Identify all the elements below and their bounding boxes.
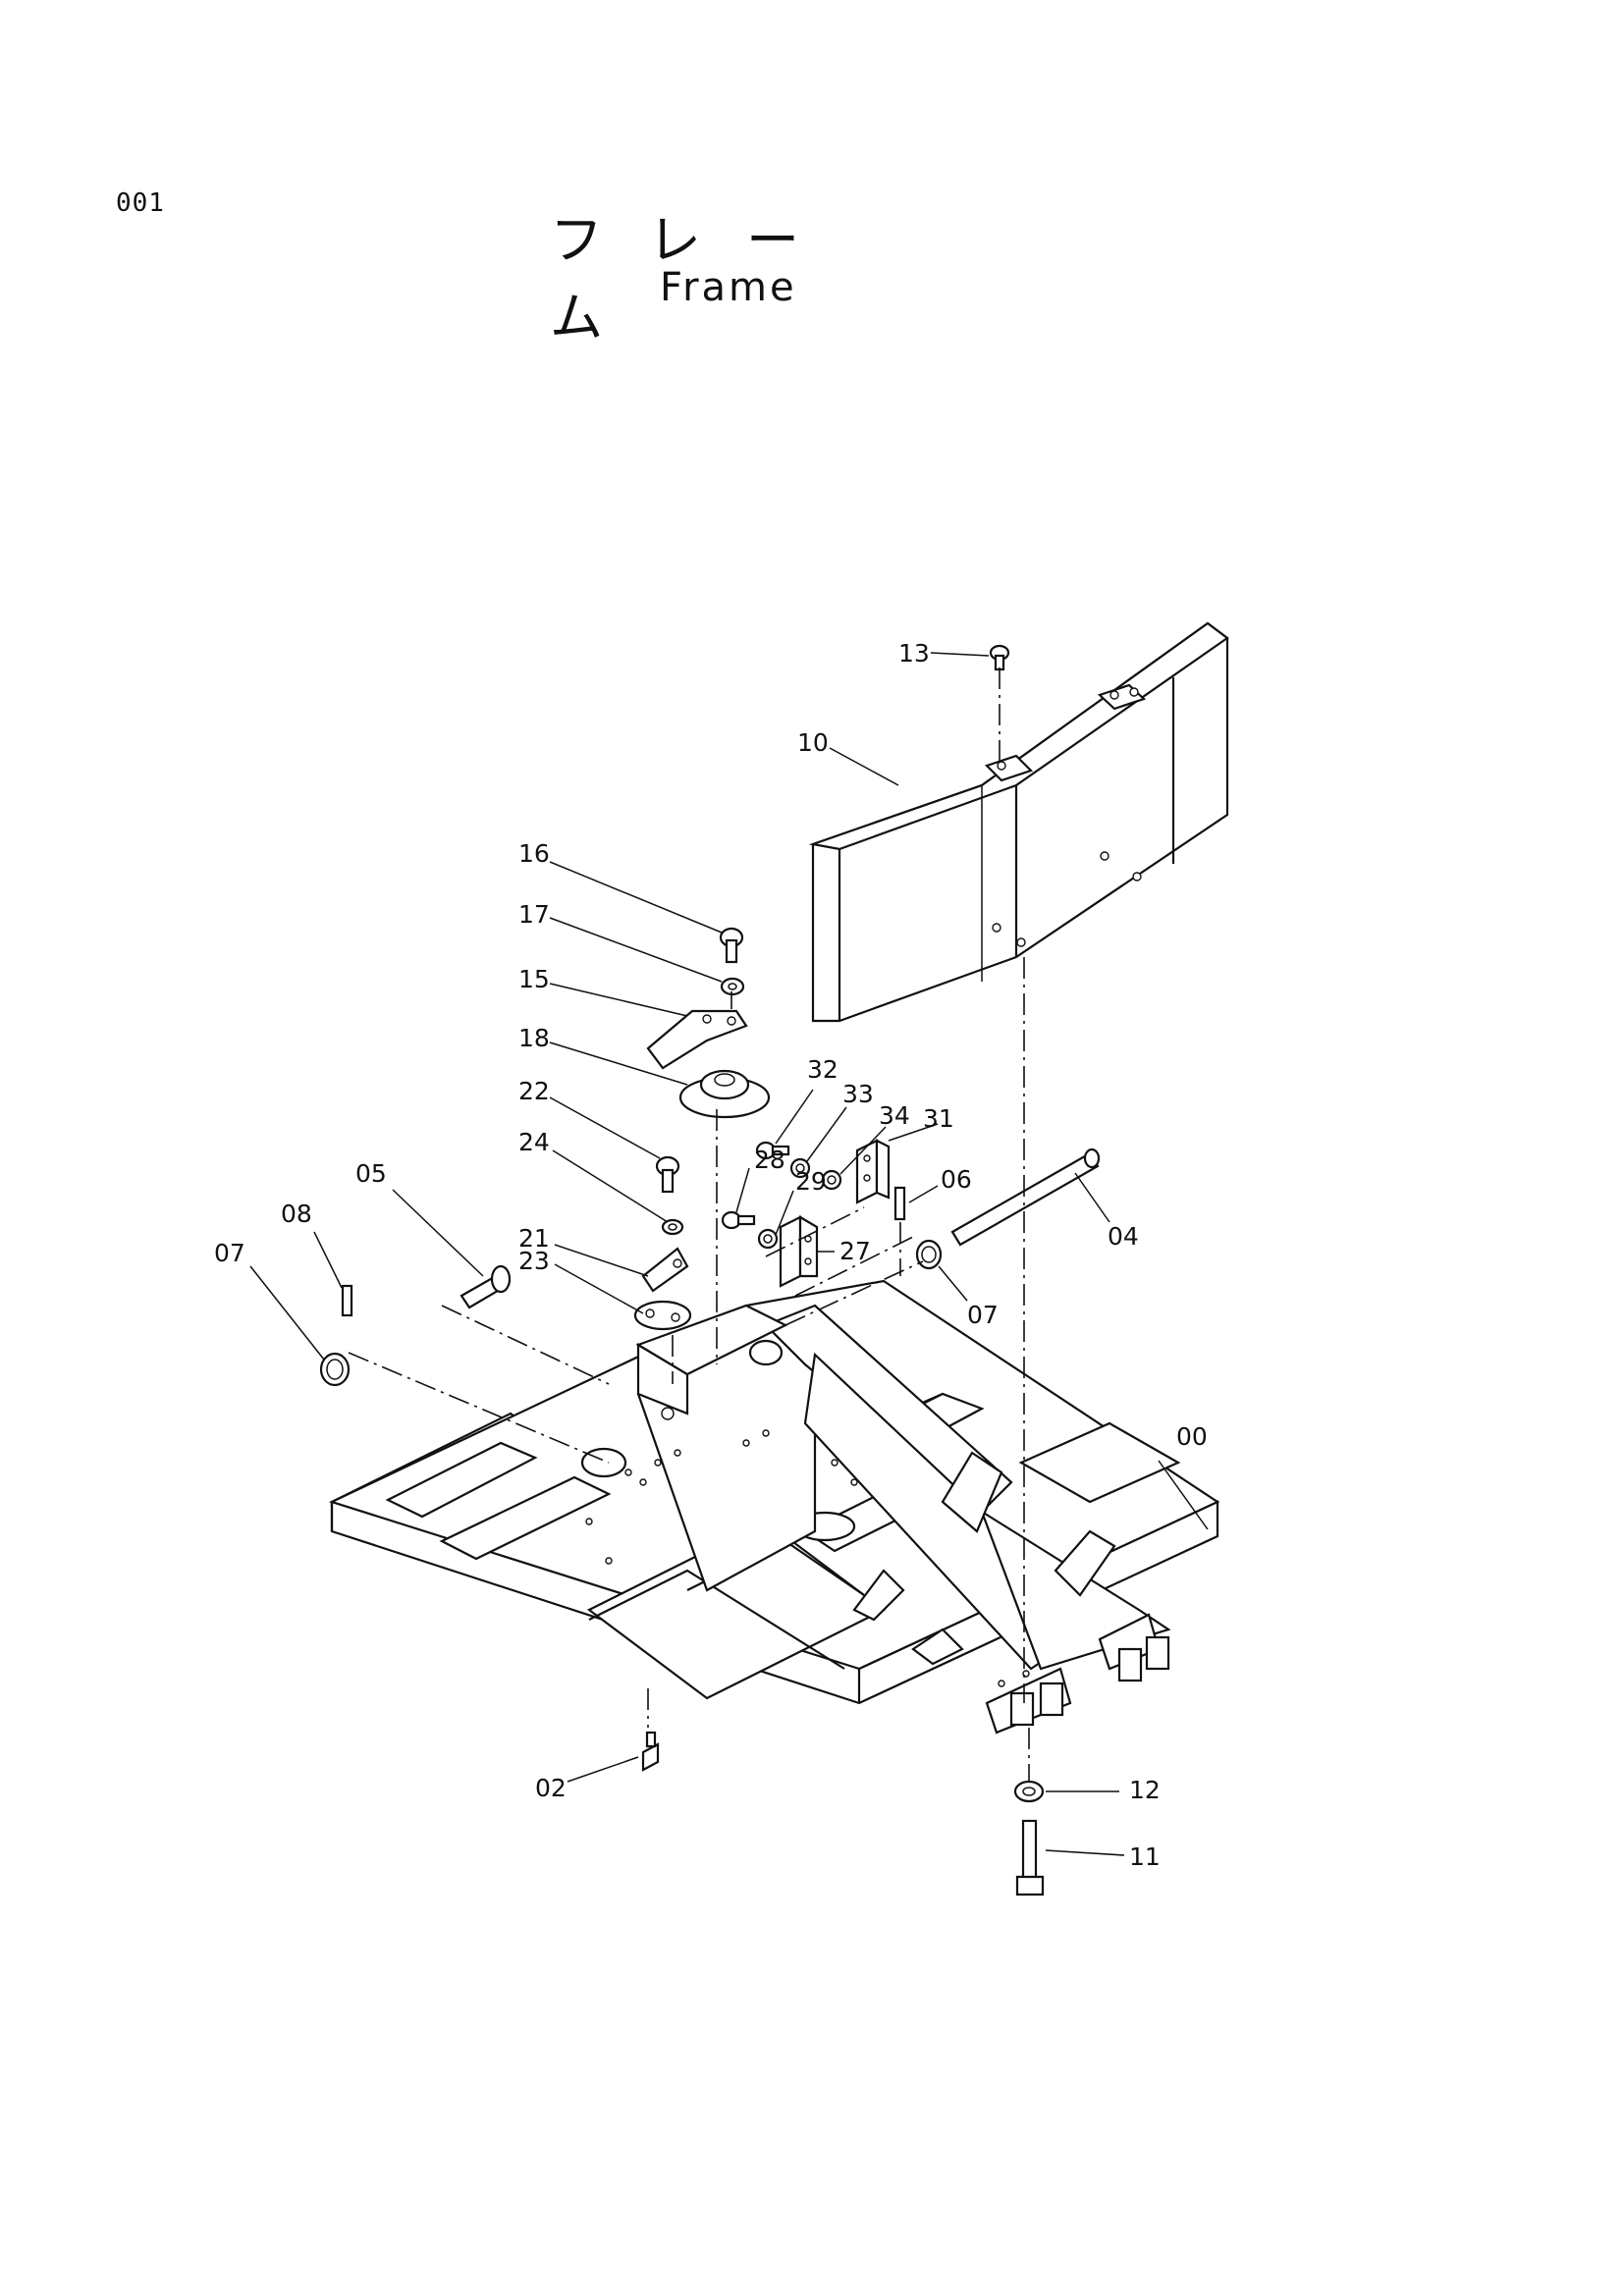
callout-06: 06 — [941, 1165, 972, 1194]
callout-15: 15 — [518, 965, 550, 993]
small-parts — [319, 644, 1101, 1896]
callout-13: 13 — [898, 639, 930, 667]
callout-05: 05 — [355, 1159, 387, 1188]
callout-10: 10 — [797, 728, 829, 757]
callout-33: 33 — [842, 1080, 874, 1108]
leader-lines — [249, 652, 1209, 1856]
title-english: Frame — [660, 265, 797, 310]
callout-23: 23 — [518, 1247, 550, 1275]
callout-31: 31 — [923, 1104, 954, 1133]
callout-22: 22 — [518, 1077, 550, 1105]
callout-27: 27 — [839, 1237, 871, 1265]
callout-07-right: 07 — [967, 1301, 999, 1329]
callout-02: 02 — [535, 1774, 567, 1802]
assembly-lines — [348, 667, 1030, 1782]
main-frame — [329, 1279, 1220, 1735]
counterweight — [808, 621, 1229, 1023]
callouts: 00 02 04 05 06 07 07 08 10 11 12 13 15 1… — [214, 639, 1208, 1871]
callout-11: 11 — [1129, 1842, 1161, 1871]
callout-16: 16 — [518, 839, 550, 868]
callout-08: 08 — [281, 1200, 312, 1228]
callout-28: 28 — [754, 1146, 785, 1174]
title-japanese: フレーム — [550, 209, 844, 348]
callout-18: 18 — [518, 1024, 550, 1052]
callout-17: 17 — [518, 900, 550, 929]
callout-24: 24 — [518, 1128, 550, 1156]
callout-21: 21 — [518, 1224, 550, 1253]
callout-04: 04 — [1108, 1222, 1139, 1251]
callout-00: 00 — [1176, 1422, 1208, 1451]
page-number: 001 — [116, 188, 165, 218]
callout-12: 12 — [1129, 1776, 1161, 1804]
callout-32: 32 — [807, 1055, 839, 1084]
callout-07-left: 07 — [214, 1239, 245, 1267]
callout-34: 34 — [879, 1101, 910, 1130]
callout-29: 29 — [795, 1167, 827, 1196]
